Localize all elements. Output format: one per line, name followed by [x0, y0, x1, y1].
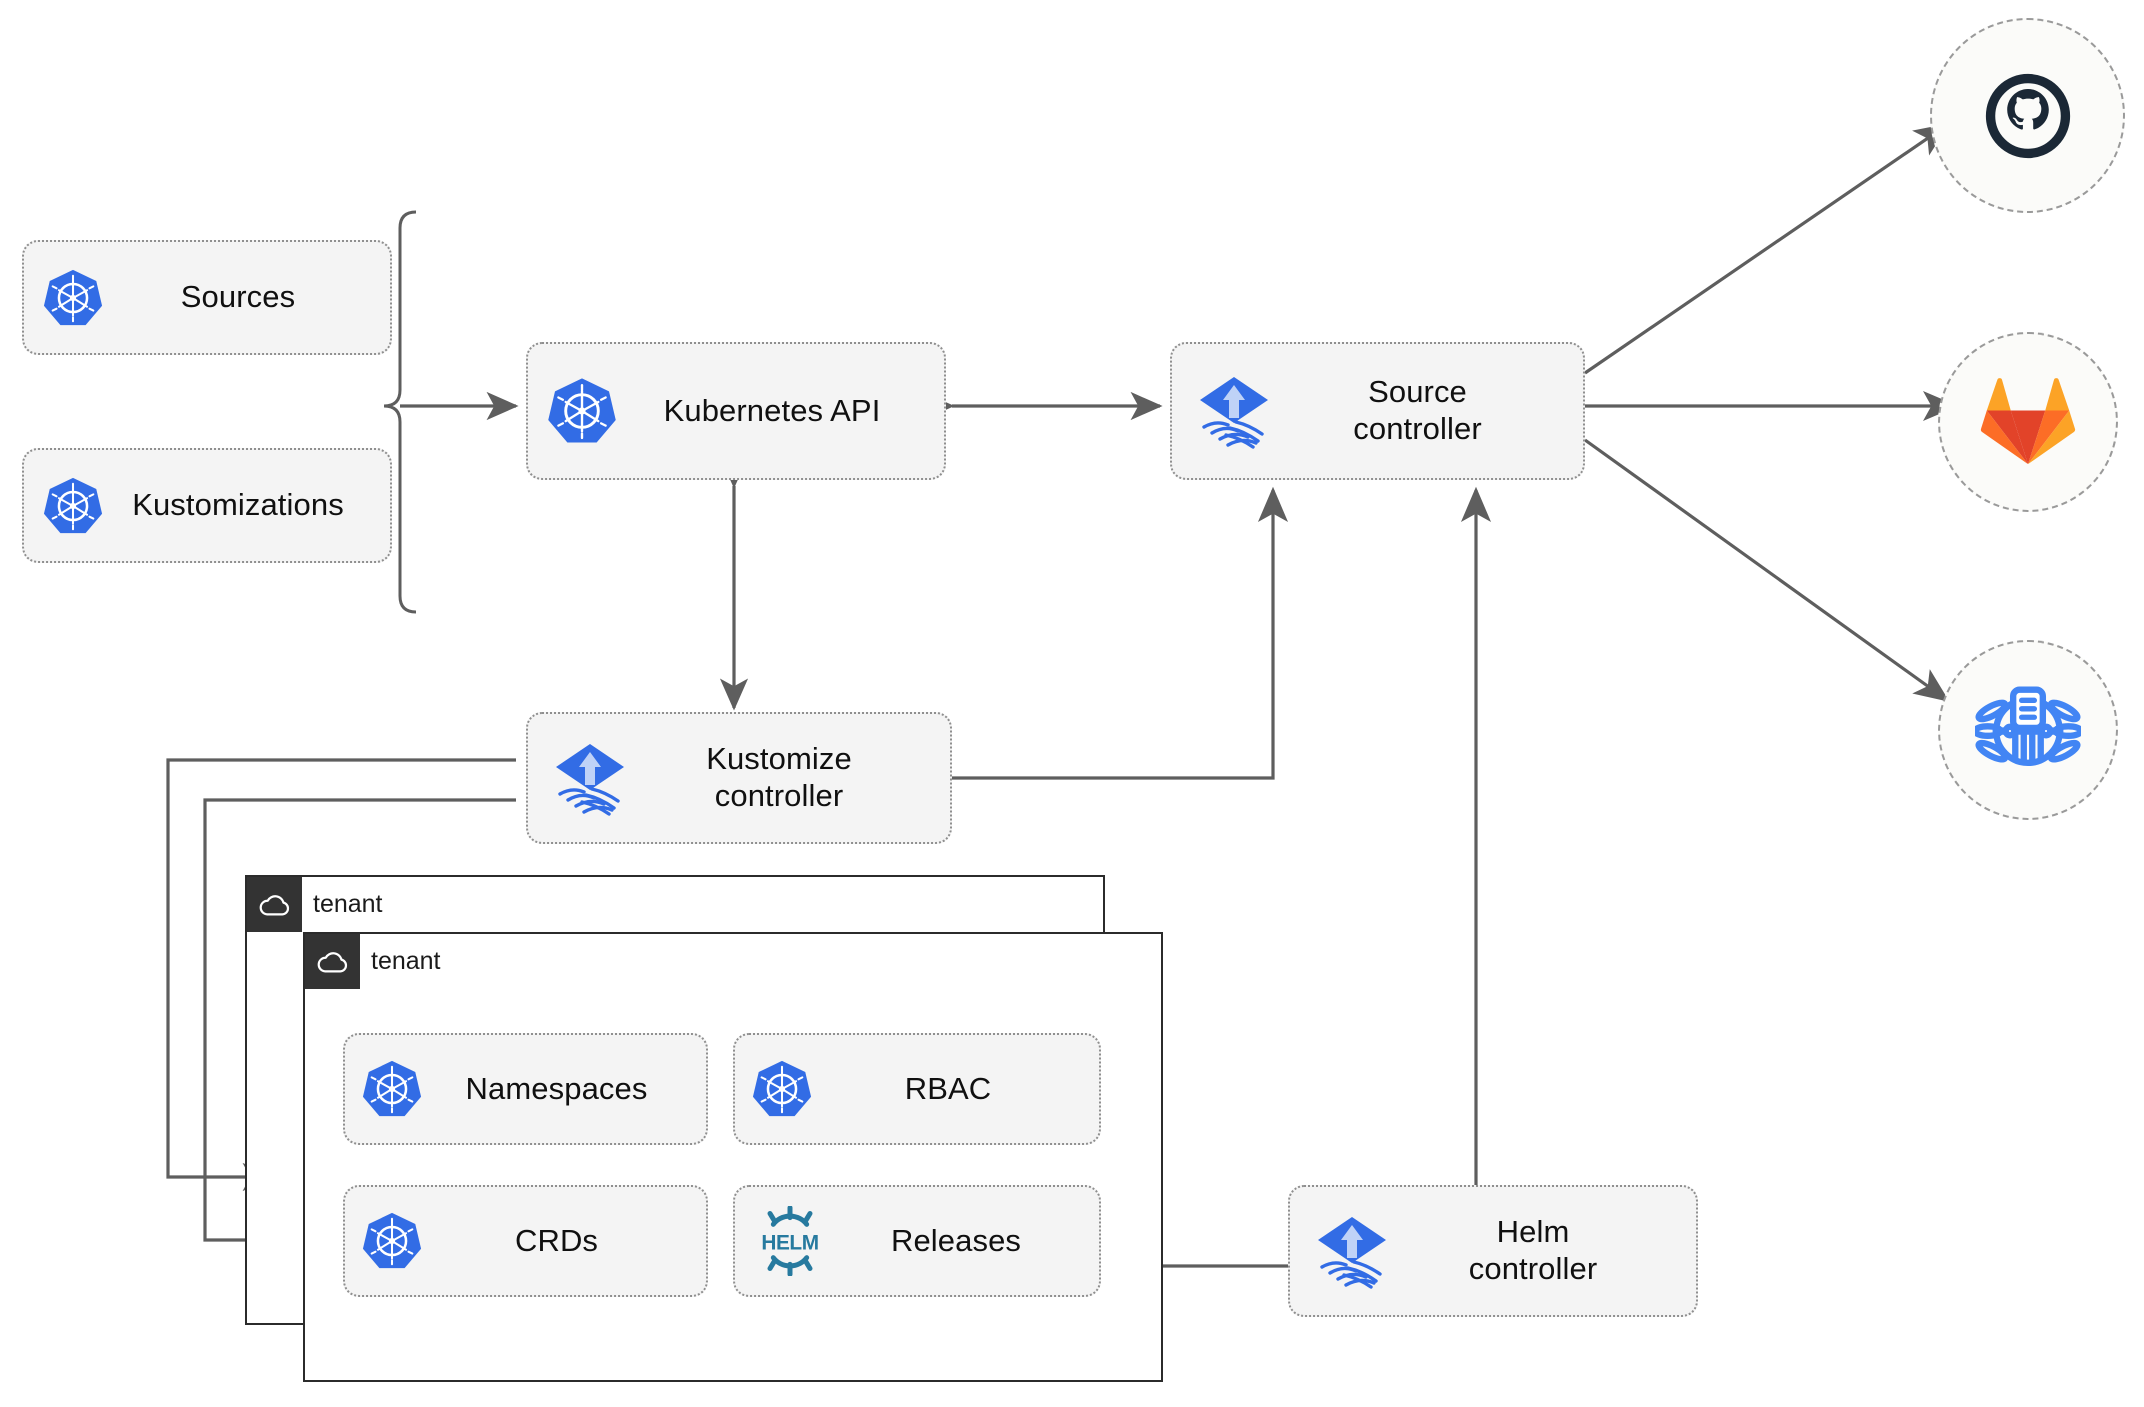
node-label: RBAC: [904, 1070, 992, 1106]
tenant-front[interactable]: tenant: [303, 932, 1163, 1382]
node-label: Kustomize controller: [706, 741, 852, 813]
node-releases[interactable]: HELM Releases: [733, 1185, 1101, 1297]
kubernetes-icon: [42, 267, 104, 329]
node-crds[interactable]: CRDs: [343, 1185, 708, 1297]
node-label: Helm controller: [1468, 1214, 1598, 1286]
flux-icon: [1194, 371, 1274, 451]
tenant-tab: [305, 934, 360, 989]
svg-text:HELM: HELM: [761, 1231, 818, 1254]
cloud-icon: [316, 949, 350, 975]
node-label: Source controller: [1353, 374, 1482, 446]
node-kustomize-controller[interactable]: Kustomize controller: [526, 712, 952, 844]
gitlab-icon: [1980, 376, 2076, 468]
node-label: Namespaces: [465, 1070, 648, 1106]
node-namespaces[interactable]: Namespaces: [343, 1033, 708, 1145]
github-icon: [1976, 64, 2080, 168]
provider-github[interactable]: [1930, 18, 2125, 213]
tenant-label: tenant: [313, 890, 383, 918]
kubernetes-icon: [42, 475, 104, 537]
node-rbac[interactable]: RBAC: [733, 1033, 1101, 1145]
node-label: Sources: [180, 279, 296, 315]
node-label: Kubernetes API: [663, 392, 881, 428]
tenant-label: tenant: [371, 947, 441, 975]
kubernetes-icon: [546, 375, 618, 447]
provider-bucket[interactable]: [1938, 640, 2118, 820]
node-label: CRDs: [514, 1222, 599, 1258]
node-kustomizations[interactable]: Kustomizations: [22, 448, 392, 563]
helm-icon: HELM: [751, 1206, 829, 1276]
flux-icon: [550, 738, 630, 818]
kubernetes-icon: [751, 1058, 813, 1120]
cloud-icon: [258, 892, 292, 918]
kubernetes-icon: [361, 1058, 423, 1120]
node-kubernetes-api[interactable]: Kubernetes API: [526, 342, 946, 480]
node-label: Kustomizations: [132, 487, 344, 523]
provider-gitlab[interactable]: [1938, 332, 2118, 512]
node-source-controller[interactable]: Source controller: [1170, 342, 1585, 480]
bucket-icon: [1975, 677, 2081, 783]
kubernetes-icon: [361, 1210, 423, 1272]
node-label: Releases: [890, 1222, 1022, 1258]
flux-icon: [1312, 1211, 1392, 1291]
node-helm-controller[interactable]: Helm controller: [1288, 1185, 1698, 1317]
tenant-tab: [247, 877, 302, 932]
node-sources[interactable]: Sources: [22, 240, 392, 355]
